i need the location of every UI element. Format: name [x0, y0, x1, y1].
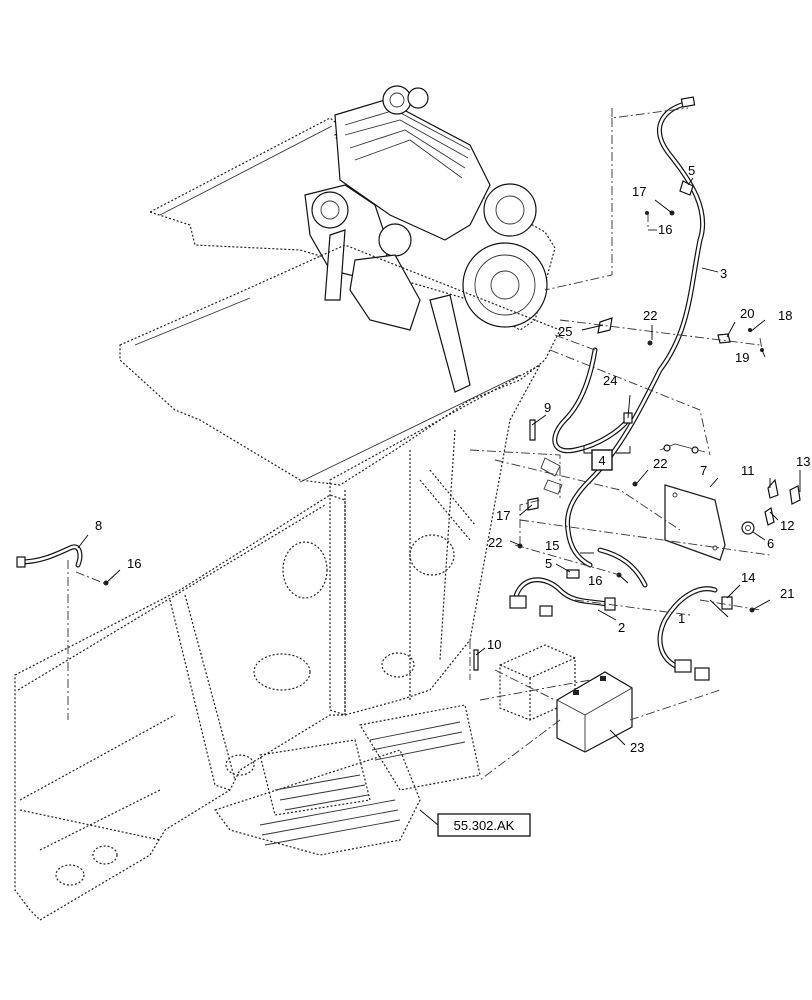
- callout-13: 13: [796, 454, 810, 469]
- assembly-lines: [67, 107, 771, 781]
- callout-20: 20: [740, 306, 754, 321]
- reference-label: 55.302.AK: [454, 818, 515, 833]
- callout-4: 4: [598, 453, 605, 468]
- callout-25: 25: [558, 324, 572, 339]
- callout-22-mid: 22: [653, 456, 667, 471]
- cable-8: [16, 544, 83, 568]
- callout-22-left: 22: [488, 535, 502, 550]
- callout-10: 10: [487, 637, 501, 652]
- leader-lines: [77, 177, 801, 826]
- callout-1: 1: [678, 611, 685, 626]
- callout-22-top: 22: [643, 308, 657, 323]
- cable-1: [657, 586, 718, 681]
- callout-7: 7: [700, 463, 707, 478]
- cable-24: [552, 347, 633, 454]
- callout-9: 9: [544, 400, 551, 415]
- callout-2: 2: [618, 620, 625, 635]
- bracket-plate-7: [664, 484, 726, 561]
- reference-55-302-ak[interactable]: 55.302.AK: [437, 813, 531, 837]
- cable-15: [597, 547, 648, 588]
- engine: [148, 85, 556, 393]
- callout-17-side: 17: [496, 508, 510, 523]
- callout-14: 14: [741, 570, 755, 585]
- small-parts: [103, 180, 801, 671]
- cable-3: [564, 96, 706, 568]
- callout-4-box: 4: [583, 446, 631, 471]
- callout-3: 3: [720, 266, 727, 281]
- callout-labels: 1 2 3 5 5 6 7 8 9 10 11 12 13 14 15 16 1…: [95, 163, 810, 755]
- battery-phantom: [499, 644, 576, 721]
- step-grating: [259, 721, 466, 846]
- callout-23: 23: [630, 740, 644, 755]
- battery-23: [556, 671, 633, 753]
- callout-24: 24: [603, 373, 617, 388]
- callout-18: 18: [778, 308, 792, 323]
- callout-16-top: 16: [658, 222, 672, 237]
- callout-16-left: 16: [127, 556, 141, 571]
- callout-15: 15: [545, 538, 559, 553]
- callout-17-top: 17: [632, 184, 646, 199]
- platform-frame: [14, 244, 561, 921]
- callout-6: 6: [767, 536, 774, 551]
- callout-5-lower: 5: [545, 556, 552, 571]
- callout-5-top: 5: [688, 163, 695, 178]
- callout-12: 12: [780, 518, 794, 533]
- callout-11: 11: [741, 463, 755, 478]
- callout-8: 8: [95, 518, 102, 533]
- callout-16-lower: 16: [588, 573, 602, 588]
- callout-21: 21: [780, 586, 794, 601]
- callout-19: 19: [735, 350, 749, 365]
